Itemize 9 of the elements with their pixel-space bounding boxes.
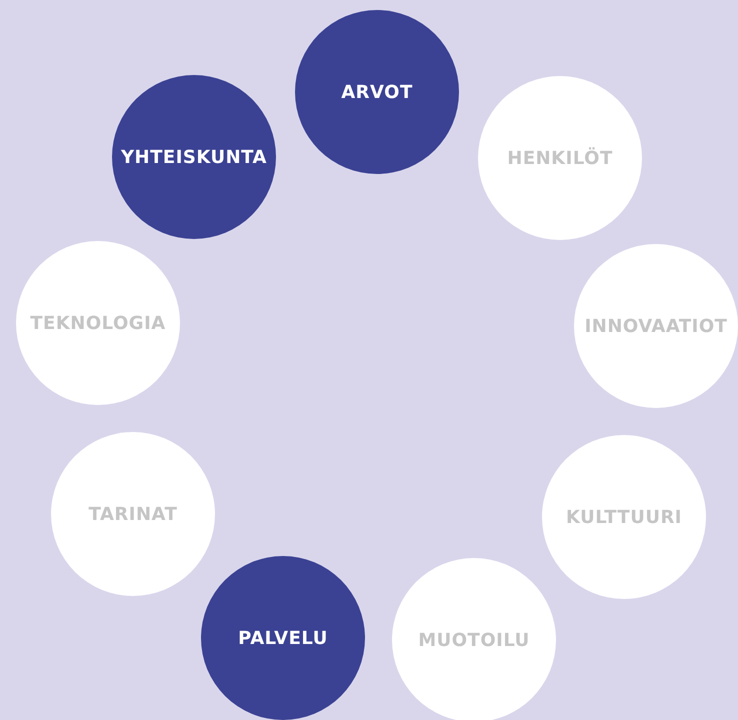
circle-label: TEKNOLOGIA [30, 312, 166, 334]
circle-label: KULTTUURI [566, 506, 682, 528]
circle-label: YHTEISKUNTA [121, 146, 267, 168]
circle-label: TARINAT [88, 504, 178, 524]
circle-label: ARVOT [341, 82, 413, 102]
circle-label: PALVELU [238, 628, 328, 648]
circle-label: MUOTOILU [418, 630, 530, 650]
circle-label: HENKILÖT [507, 148, 613, 168]
circle-label: INNOVAATIOT [584, 316, 728, 336]
